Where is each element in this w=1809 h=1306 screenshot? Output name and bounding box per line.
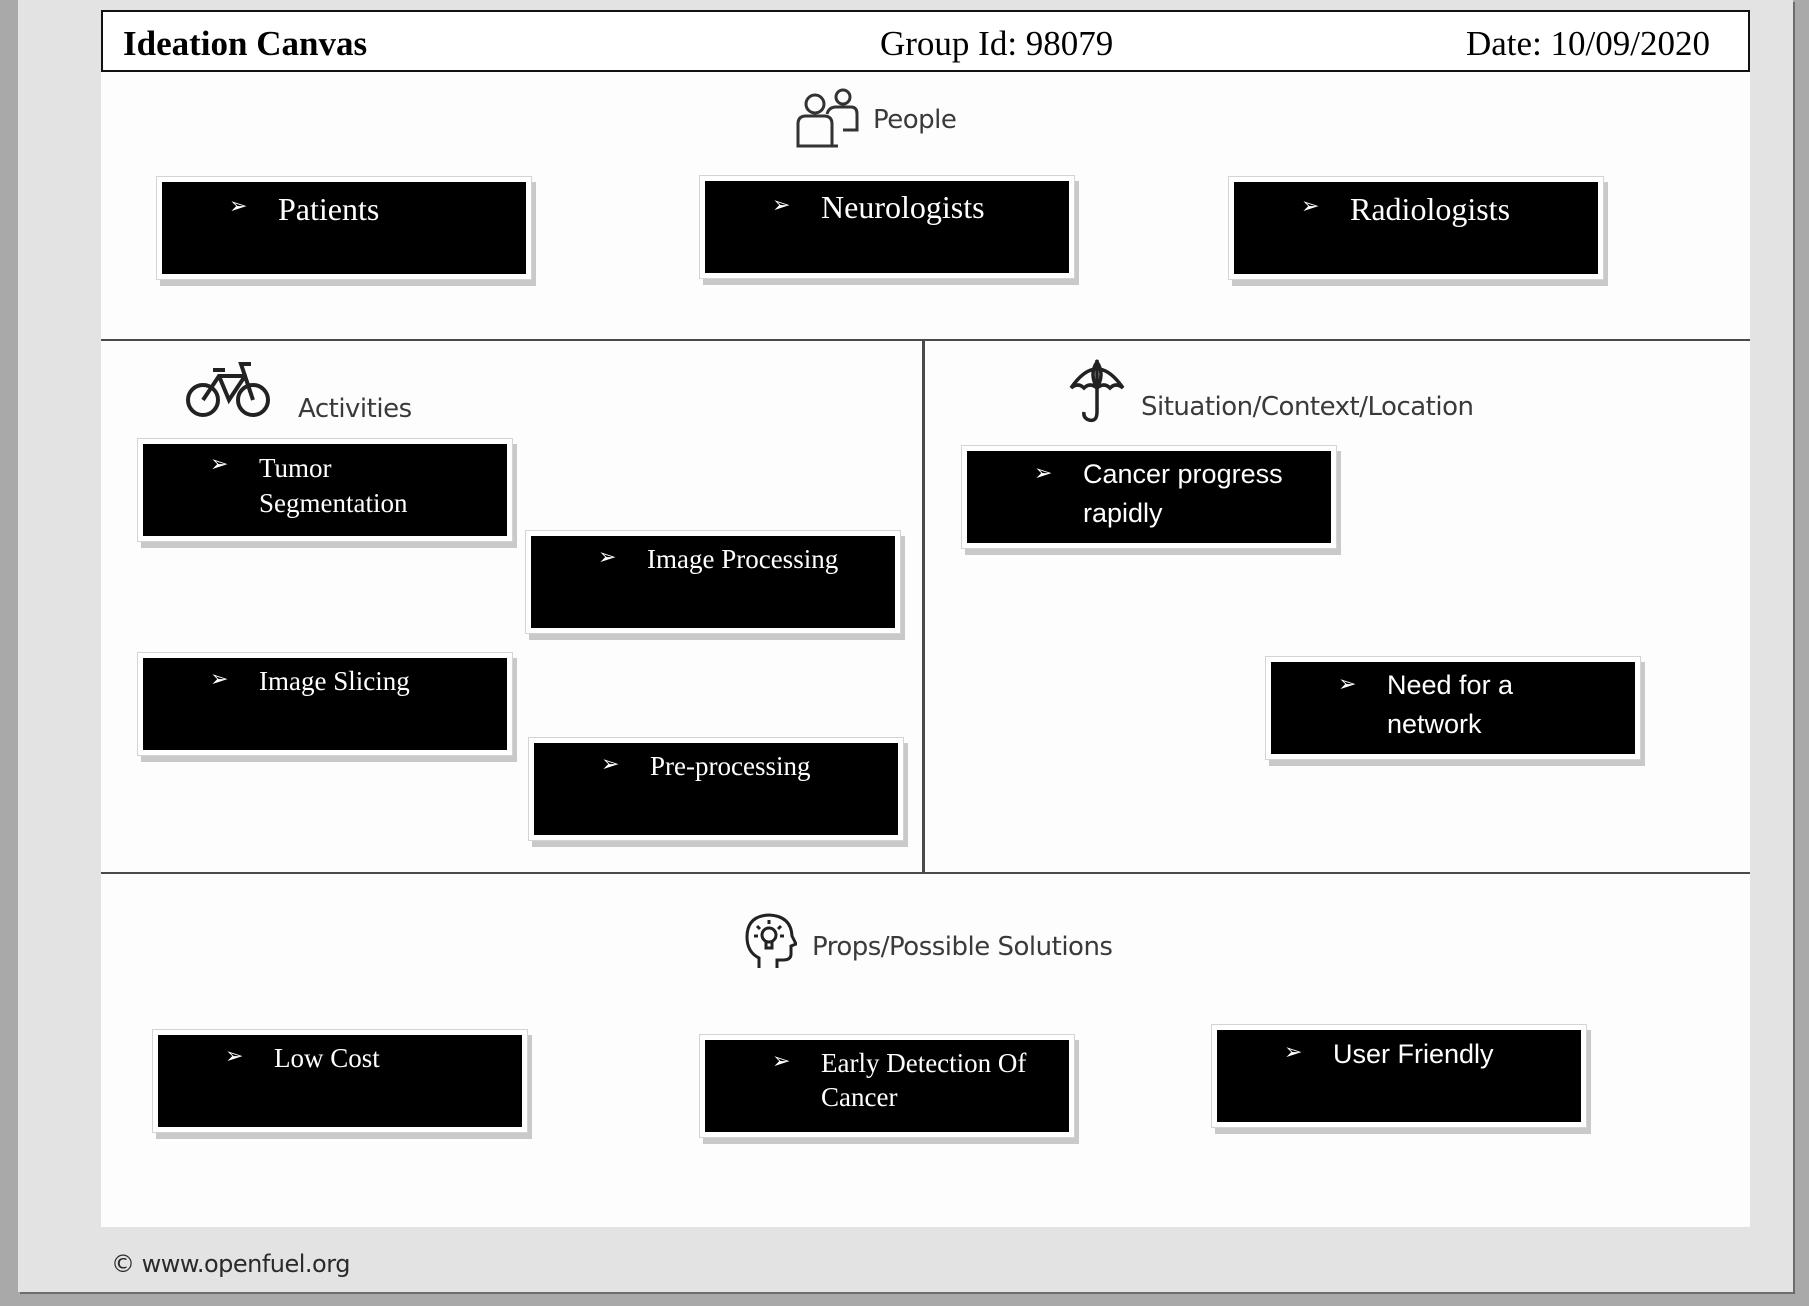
canvas-title: Ideation Canvas	[123, 24, 368, 63]
bullet-arrow: ➢	[225, 1044, 244, 1069]
bullet-arrow: ➢	[601, 752, 620, 777]
umbrella-icon	[1069, 358, 1125, 423]
bullet-arrow: ➢	[1338, 672, 1357, 697]
bullet-arrow: ➢	[210, 667, 229, 692]
canvas-date: Date: 10/09/2020	[1466, 24, 1710, 63]
card-pre-processing: ➢ Pre-processing	[534, 743, 898, 835]
bicycle-icon	[186, 362, 270, 417]
card-low-cost: ➢ Low Cost	[158, 1035, 522, 1127]
card-user-friendly: ➢ User Friendly	[1217, 1030, 1581, 1122]
head-lightbulb-icon	[745, 913, 797, 968]
card-patients: ➢ Patients	[162, 182, 526, 274]
ideation-canvas: Ideation Canvas Group Id: 98079 Date: 10…	[101, 10, 1750, 1227]
bullet-arrow: ➢	[229, 194, 248, 219]
footer-copyright: © www.openfuel.org	[111, 1250, 350, 1278]
card-text: Early Detection Of Cancer	[821, 1048, 1027, 1112]
card-cancer-progress: ➢ Cancer progress rapidly	[967, 451, 1331, 543]
card-text: Pre-processing	[650, 751, 811, 781]
bullet-arrow: ➢	[772, 1049, 791, 1074]
card-text: Cancer progress rapidly	[1083, 459, 1283, 529]
section-label-activities: Activities	[298, 394, 412, 424]
canvas-header: Ideation Canvas Group Id: 98079 Date: 10…	[101, 10, 1750, 72]
divider-vertical	[922, 340, 925, 873]
card-early-detection: ➢ Early Detection Of Cancer	[705, 1040, 1069, 1132]
group-id: Group Id: 98079	[880, 24, 1114, 63]
card-neurologists: ➢ Neurologists	[705, 181, 1069, 273]
card-text: Patients	[278, 191, 380, 227]
section-label-people: People	[873, 105, 957, 135]
card-tumor-segmentation: ➢ Tumor Segmentation	[143, 444, 507, 536]
card-text: Neurologists	[821, 189, 985, 225]
bullet-arrow: ➢	[1301, 194, 1320, 219]
bullet-arrow: ➢	[210, 452, 229, 477]
bullet-arrow: ➢	[598, 545, 617, 570]
section-label-situation: Situation/Context/Location	[1141, 392, 1474, 422]
divider-props	[101, 872, 1750, 874]
page: Ideation Canvas Group Id: 98079 Date: 10…	[18, 0, 1793, 1292]
divider-people	[101, 339, 1750, 341]
bullet-arrow: ➢	[772, 193, 791, 218]
card-text: Image Slicing	[259, 666, 410, 696]
card-text: Tumor Segmentation	[259, 453, 408, 519]
card-image-slicing: ➢ Image Slicing	[143, 658, 507, 750]
card-image-processing: ➢ Image Processing	[531, 536, 895, 628]
card-text: Radiologists	[1350, 191, 1511, 227]
bullet-arrow: ➢	[1284, 1040, 1303, 1065]
card-text: Image Processing	[647, 544, 839, 574]
card-need-network: ➢ Need for a network	[1271, 662, 1635, 754]
card-radiologists: ➢ Radiologists	[1234, 182, 1598, 274]
section-label-props: Props/Possible Solutions	[812, 932, 1113, 962]
card-text: Low Cost	[274, 1043, 380, 1073]
card-text: User Friendly	[1333, 1039, 1494, 1069]
people-icon	[796, 88, 859, 148]
bullet-arrow: ➢	[1034, 461, 1053, 486]
card-text: Need for a network	[1387, 670, 1514, 740]
